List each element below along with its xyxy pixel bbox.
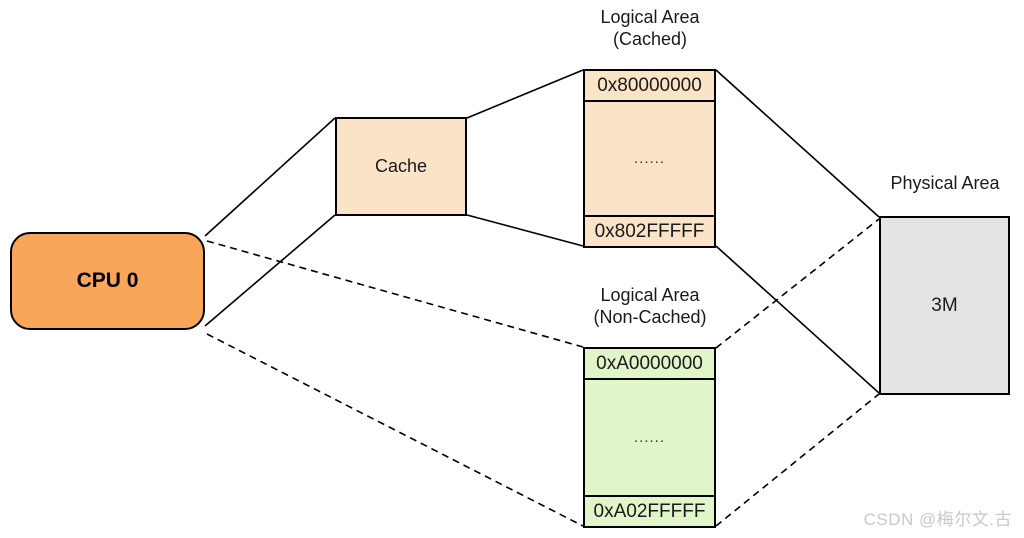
logical-cached-block: 0x80000000 ...... 0x802FFFFF bbox=[583, 69, 716, 248]
cpu-to-noncached-top-dashed-line bbox=[206, 240, 584, 348]
logical-cached-title-line2: (Cached) bbox=[612, 29, 688, 49]
cpu-label: CPU 0 bbox=[76, 269, 139, 292]
cached-to-physical-top-line bbox=[715, 69, 880, 218]
cache-box: Cache bbox=[335, 117, 467, 216]
cached-end-address: 0x802FFFFF bbox=[585, 215, 714, 246]
noncached-end-address: 0xA02FFFFF bbox=[585, 495, 714, 526]
noncached-start-address: 0xA0000000 bbox=[585, 349, 714, 380]
logical-noncached-title: Logical Area (Non-Cached) bbox=[555, 284, 745, 328]
noncached-ellipsis: ...... bbox=[633, 429, 665, 446]
physical-size-label: 3M bbox=[931, 294, 958, 316]
cpu-to-cache-top-line bbox=[204, 117, 336, 237]
physical-area-title: Physical Area bbox=[890, 173, 1000, 193]
watermark: CSDN @梅尔文.古 bbox=[863, 510, 1012, 529]
noncached-to-physical-bottom-dashed-line bbox=[715, 393, 880, 527]
logical-noncached-block: 0xA0000000 ...... 0xA02FFFFF bbox=[583, 347, 716, 528]
logical-noncached-title-line1: Logical Area bbox=[600, 285, 700, 305]
cache-to-cached-bottom-line bbox=[466, 214, 584, 247]
cached-ellipsis: ...... bbox=[633, 150, 665, 167]
cache-label: Cache bbox=[374, 156, 428, 176]
logical-cached-title: Logical Area (Cached) bbox=[560, 6, 740, 50]
cpu-box: CPU 0 bbox=[10, 232, 205, 330]
cpu-to-cache-bottom-line bbox=[204, 214, 336, 327]
cached-start-address: 0x80000000 bbox=[585, 71, 714, 102]
logical-cached-title-line1: Logical Area bbox=[600, 7, 700, 27]
logical-noncached-title-line2: (Non-Cached) bbox=[593, 307, 707, 327]
cache-to-cached-top-line bbox=[466, 69, 584, 119]
physical-area-block: 3M bbox=[879, 216, 1010, 395]
cpu-to-noncached-bottom-dashed-line bbox=[206, 333, 584, 527]
